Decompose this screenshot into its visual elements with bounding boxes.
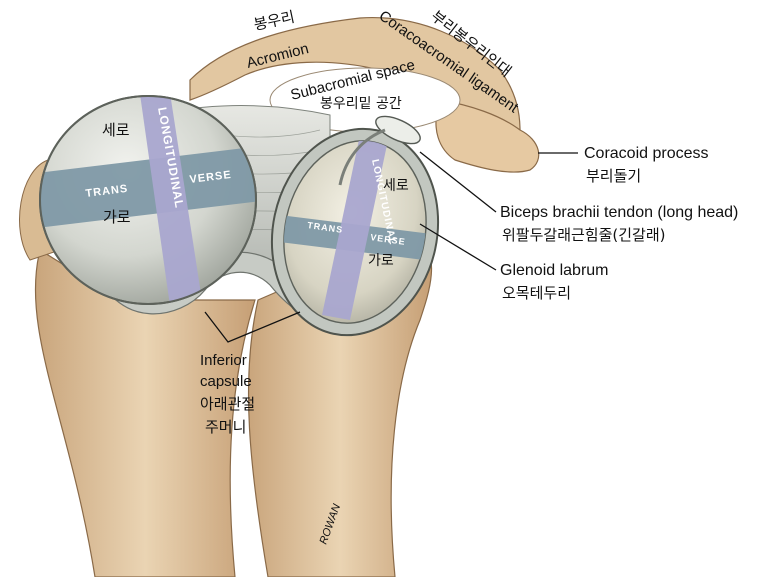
glenoid-longitudinal-band — [322, 135, 388, 320]
biceps-en-label: Biceps brachii tendon (long head) — [500, 204, 738, 221]
glenoid-en-label: Glenoid labrum — [500, 262, 609, 279]
head-sero-label: 세로 — [102, 121, 130, 139]
glenoid-verse-label: VERSE — [370, 232, 407, 247]
inferior-capsule-leader — [204, 311, 301, 343]
biceps-ko-label: 위팔두갈래근힘줄(긴갈래) — [502, 226, 666, 244]
glenoid-trans-label: TRANS — [307, 220, 344, 235]
head-garo-label: 가로 — [103, 208, 131, 226]
coracoid-process — [435, 99, 540, 173]
head-longitudinal-band — [138, 96, 205, 304]
inferior-ko-label-2: 주머니 — [205, 418, 246, 436]
coracoid-en-label: Coracoid process — [584, 145, 709, 162]
biceps-tendon-origin — [375, 115, 421, 145]
glenoid-sero-label: 세로 — [383, 178, 409, 194]
biceps-tendon — [338, 128, 386, 186]
glenoid-leader — [419, 223, 497, 271]
glenoid-ko-label: 오목테두리 — [502, 284, 571, 302]
inferior-en-label-1: Inferior — [200, 352, 247, 369]
acromion — [189, 16, 521, 141]
humerus-shaft — [34, 249, 256, 577]
biceps-leader — [419, 151, 497, 213]
head-verse-label: VERSE — [189, 169, 232, 186]
glenoid-garo-label: 가로 — [368, 253, 394, 269]
head-transverse-band — [40, 145, 256, 230]
head-trans-label: TRANS — [85, 183, 129, 200]
coracoid-ko-label: 부리돌기 — [586, 167, 641, 185]
subacromial-ko-label: 봉우리밑 공간 — [320, 96, 402, 112]
inferior-en-label-2: capsule — [200, 373, 252, 390]
inferior-ko-label-1: 아래관절 — [200, 395, 255, 413]
